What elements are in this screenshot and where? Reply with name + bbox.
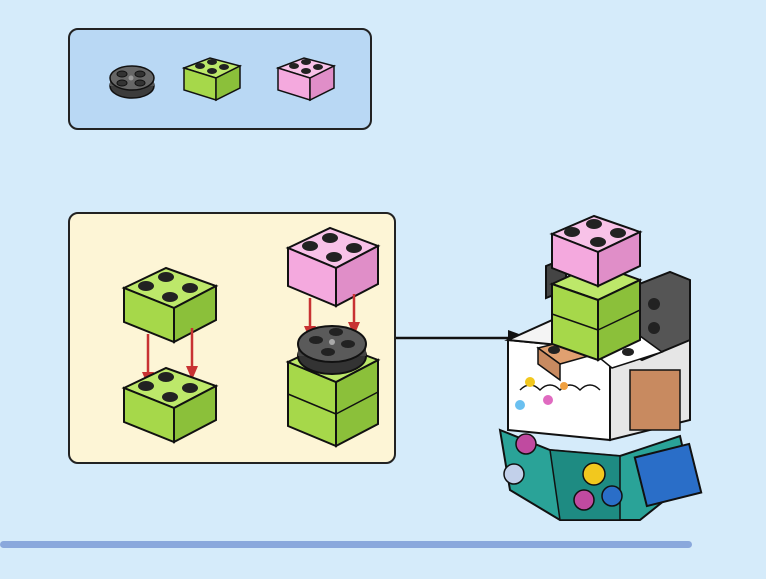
- lime-brick-part: [180, 46, 246, 108]
- parts-list-panel: [68, 28, 372, 130]
- progress-bar: [0, 541, 692, 548]
- pink-brick-part: [274, 46, 340, 108]
- lime-brick-bottom: [124, 368, 216, 442]
- round-plate-part: [106, 56, 162, 108]
- lime-brick-top: [124, 268, 216, 342]
- step-assembly-illustration: [70, 214, 398, 466]
- pink-brick-top: [288, 228, 378, 306]
- round-plate-placed: [298, 326, 366, 374]
- step-detail-panel: [68, 212, 396, 464]
- model-skirt: [500, 430, 701, 520]
- brickheadz-model: [490, 200, 716, 530]
